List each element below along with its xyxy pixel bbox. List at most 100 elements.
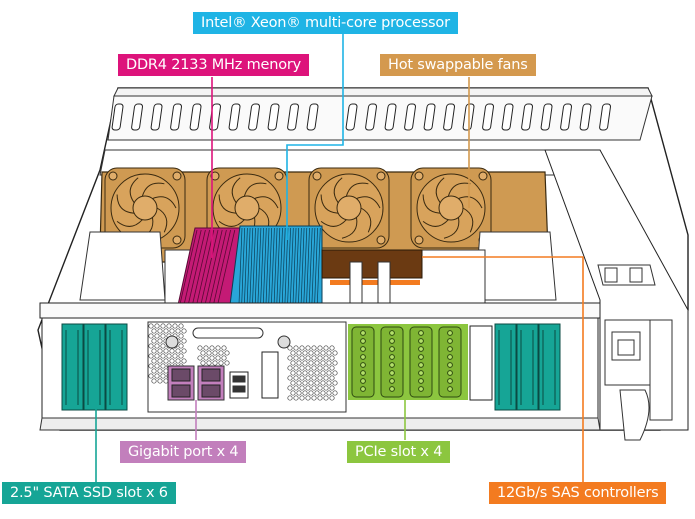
fan-screw (172, 171, 182, 181)
vent-hole (151, 358, 157, 364)
vent-hole (323, 365, 329, 371)
fan-blade (129, 177, 139, 204)
vent-hole (154, 323, 160, 329)
vent-slot (404, 103, 416, 131)
vent-hole (311, 365, 317, 371)
pcie-vent-hole (389, 362, 395, 368)
ssd-slot (83, 323, 106, 411)
vent-hole (329, 375, 335, 381)
vent-hole (326, 370, 332, 376)
vent-hole (163, 358, 169, 364)
vent-hole (311, 375, 317, 381)
heatsink-fin (257, 227, 262, 305)
pcie-vent-hole (447, 362, 453, 368)
pcie-slot (409, 326, 433, 398)
vent-hole (326, 390, 332, 396)
lan-port-pair (167, 365, 195, 401)
pcie-vent-hole (447, 370, 453, 376)
vent-hole (181, 348, 187, 354)
vent-hole (296, 370, 302, 376)
dimm-edge (217, 229, 236, 305)
vent-slot (248, 103, 260, 131)
heatsink-fin (265, 227, 270, 305)
vent-hole (329, 395, 335, 401)
vent-hole (212, 350, 218, 356)
vent-hole (154, 343, 160, 349)
pcie-vent-hole (360, 370, 366, 376)
fan (410, 167, 492, 249)
vent-hole (299, 355, 305, 361)
pcie-vent-hole (360, 346, 366, 352)
vent-hole (320, 370, 326, 376)
callout-ssd-slots: 2.5" SATA SSD slot x 6 (2, 482, 176, 504)
vent-slot (150, 103, 163, 131)
pcie-slot (380, 326, 404, 398)
fan-blade (152, 196, 177, 209)
vent-slot (423, 103, 436, 131)
pcie-vent-hole (447, 338, 453, 344)
vent-slot (501, 103, 514, 131)
fan-blade (462, 207, 474, 233)
heatsink-fin (298, 227, 302, 305)
heatsink-fin (268, 227, 273, 305)
vent-hole (151, 338, 157, 344)
vent-slot (560, 103, 572, 131)
ssd-slot (105, 323, 128, 411)
heatsink-fin (246, 227, 251, 305)
lan-jack (201, 368, 221, 382)
leader-lines (95, 33, 584, 482)
ssd-slot (516, 323, 539, 411)
vent-hole (302, 390, 308, 396)
fan-blade (341, 217, 358, 239)
vent-hole (163, 348, 169, 354)
vent-hole (323, 375, 329, 381)
pcie-vent-hole (389, 346, 395, 352)
vent-hole (287, 365, 293, 371)
vent-hole (175, 328, 181, 334)
heatsink-fin (249, 227, 254, 305)
vent-hole (209, 345, 215, 351)
fan-screw (414, 171, 424, 181)
fan-hub (234, 195, 260, 221)
pcie-vent-hole (360, 354, 366, 360)
vent-hole (314, 390, 320, 396)
vent-hole (314, 350, 320, 356)
vent-hole (293, 345, 299, 351)
serial-port (261, 351, 279, 399)
vent-hole (169, 328, 175, 334)
vent-hole (314, 370, 320, 376)
vent-hole (299, 365, 305, 371)
vent-hole (181, 358, 187, 364)
vent-hole (151, 348, 157, 354)
heatsink-fin (289, 227, 294, 305)
vent-hole (305, 355, 311, 361)
vent-hole (178, 323, 184, 329)
fan-blade (360, 207, 372, 233)
vent-hole (293, 385, 299, 391)
vent-hole (157, 358, 163, 364)
heatsink-fin (271, 227, 275, 305)
vent-slot (287, 103, 299, 131)
vent-hole (200, 360, 206, 366)
vent-hole (323, 385, 329, 391)
ssd-tray (105, 323, 128, 411)
lan-jack (171, 384, 191, 398)
fan-hub (336, 195, 362, 221)
vent-hole (320, 360, 326, 366)
vent-hole (317, 375, 323, 381)
ssd-tray (494, 323, 517, 411)
vent-hole (178, 353, 184, 359)
vent-hole (305, 365, 311, 371)
pcie-vent-hole (360, 338, 366, 344)
vent-hole (302, 360, 308, 366)
vent-hole (157, 328, 163, 334)
vent-hole (317, 345, 323, 351)
vent-hole (212, 360, 218, 366)
vent-slot (267, 103, 280, 131)
vent-hole (305, 395, 311, 401)
heatsink-fin (252, 227, 256, 305)
dimm-edge (204, 229, 223, 305)
callout-processor: Intel® Xeon® multi-core processor (193, 12, 458, 34)
vent-hole (332, 380, 338, 386)
vent-hole (332, 360, 338, 366)
